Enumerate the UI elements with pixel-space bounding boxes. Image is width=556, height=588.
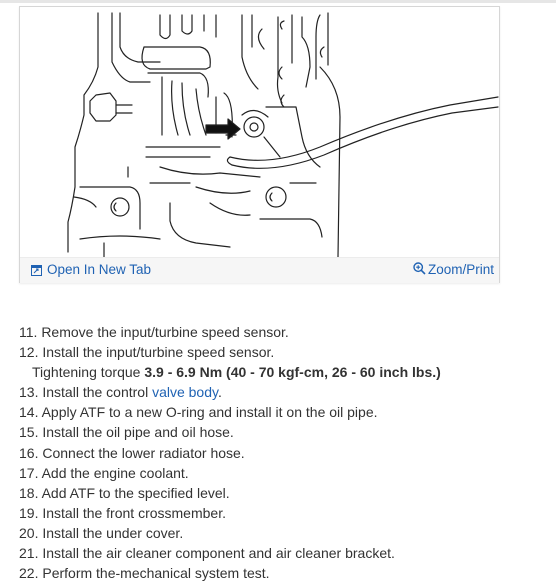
procedure-steps: 11. Remove the input/turbine speed senso…	[19, 322, 549, 583]
torque-label: Tightening torque	[32, 364, 145, 381]
figure-card: Open In New Tab Zoom/Print	[19, 6, 500, 283]
step-item: 16. Connect the lower radiator hose.	[19, 444, 245, 461]
step-item: 14. Apply ATF to a new O-ring and instal…	[19, 404, 378, 421]
valve-body-link[interactable]: valve body	[152, 384, 218, 401]
top-divider	[0, 0, 556, 3]
step-item: 19. Install the front crossmember.	[19, 504, 226, 521]
open-new-tab-icon	[31, 265, 42, 276]
step-item: 21. Install the air cleaner component an…	[19, 545, 395, 562]
step-item: 17. Add the engine coolant.	[19, 464, 189, 481]
step-item: 18. Add ATF to the specified level.	[19, 484, 230, 501]
step-item: 12. Install the input/turbine speed sens…	[19, 344, 275, 361]
open-in-new-tab-label: Open In New Tab	[47, 262, 152, 277]
torque-value: 3.9 - 6.9 Nm (40 - 70 kgf-cm, 26 - 60 in…	[144, 364, 441, 381]
step-item: 13. Install the control valve body.	[19, 382, 549, 402]
step-item: 11. Remove the input/turbine speed senso…	[19, 324, 289, 340]
zoom-icon	[413, 262, 426, 275]
step-item: 20. Install the under cover.	[19, 524, 184, 541]
figure-footer: Open In New Tab Zoom/Print	[20, 257, 499, 283]
zoom-print-label: Zoom/Print	[427, 262, 494, 277]
zoom-print-link[interactable]: Zoom/Print	[413, 262, 494, 277]
step-prefix: 13. Install the control	[19, 384, 153, 401]
step-suffix: .	[217, 384, 222, 401]
tightening-torque: Tightening torque 3.9 - 6.9 Nm (40 - 70 …	[19, 362, 549, 382]
open-in-new-tab-link[interactable]: Open In New Tab	[31, 262, 151, 277]
step-item: 22. Perform the-mechanical system test.	[19, 565, 270, 582]
transmission-diagram	[67, 12, 499, 257]
step-item: 15. Install the oil pipe and oil hose.	[19, 424, 234, 441]
